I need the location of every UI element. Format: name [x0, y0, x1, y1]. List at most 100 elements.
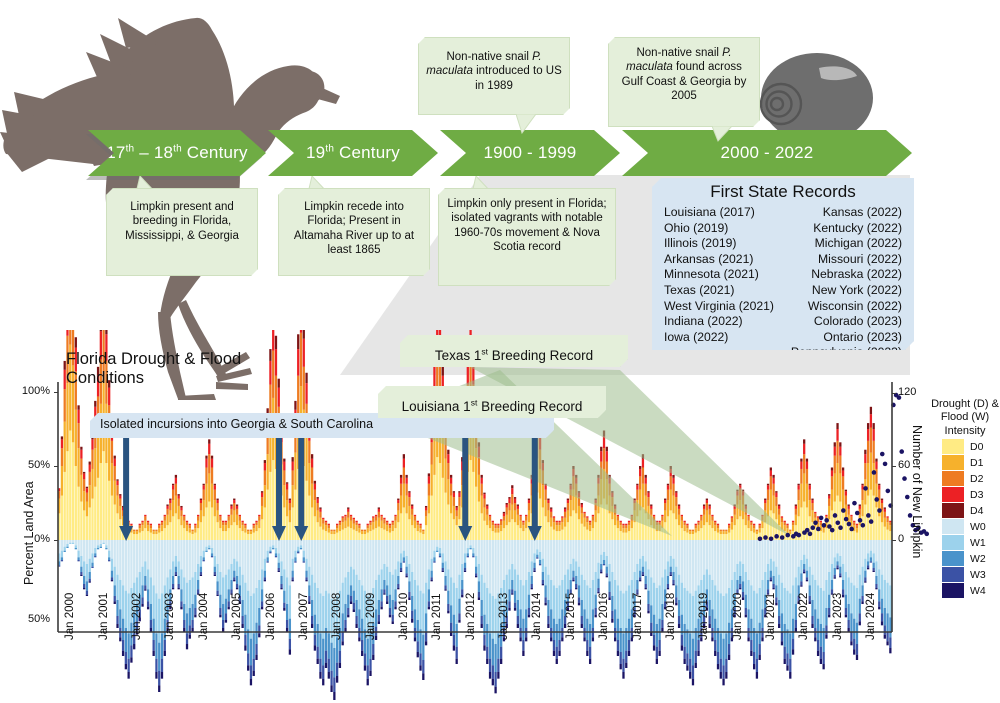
bar-segment-D0: [800, 507, 803, 540]
bar-segment-W3: [805, 577, 809, 580]
bar-segment-W0: [550, 540, 553, 580]
bar-segment-W4: [319, 672, 322, 679]
scatter-point: [849, 526, 854, 532]
bar-segment-W0: [511, 540, 514, 564]
bar-segment-W4: [160, 672, 164, 679]
bar-segment-W2: [152, 618, 155, 640]
records-column-right: Kansas (2022)Kentucky (2022)Michigan (20…: [791, 205, 902, 361]
bar-segment-D1: [769, 489, 772, 511]
bar-segment-D1: [855, 528, 859, 533]
callout-vagrants[interactable]: Limpkin only present in Florida; isolate…: [438, 188, 616, 286]
bar-segment-D2: [338, 522, 342, 526]
bar-segment-D1: [263, 485, 266, 508]
bar-segment-W2: [361, 618, 364, 640]
bar-segment-W3: [558, 640, 561, 651]
bar-segment-D3: [558, 520, 561, 523]
callout-snail-introduced[interactable]: Non-native snail P. maculata introduced …: [418, 37, 570, 115]
bar-segment-D3: [352, 517, 355, 520]
legend-item[interactable]: D1: [930, 455, 1000, 471]
first-state-records-panel[interactable]: First State Records Louisiana (2017)Ohio…: [652, 178, 914, 350]
bar-segment-D0: [683, 531, 686, 540]
bar-segment-D1: [269, 421, 272, 472]
legend-swatch: [942, 503, 964, 519]
bar-segment-D0: [783, 531, 786, 540]
callout-recede-florida[interactable]: Limpkin recede into Florida; Present in …: [278, 188, 430, 276]
bar-segment-D3: [269, 360, 272, 385]
bar-segment-D3: [847, 505, 850, 509]
bar-segment-W4: [138, 617, 141, 622]
legend-item[interactable]: W1: [930, 535, 1000, 551]
bar-segment-W4: [758, 654, 761, 660]
bar-segment-D4: [266, 408, 269, 415]
bar-segment-D2: [719, 529, 722, 532]
bar-segment-D2: [864, 463, 867, 480]
callout-snail-gulf-coast[interactable]: Non-native snail P. maculata found acros…: [608, 37, 760, 127]
bar-segment-D3: [235, 505, 239, 509]
bar-segment-D4: [169, 498, 172, 501]
callout-historic-range[interactable]: Limpkin present and breeding in Florida,…: [106, 188, 258, 276]
legend-item[interactable]: D2: [930, 471, 1000, 487]
legend-item[interactable]: D3: [930, 487, 1000, 503]
annotation-isolated-incursions[interactable]: Isolated incursions into Georgia & South…: [90, 413, 554, 438]
bar-segment-D1: [391, 525, 394, 532]
bar-segment-D3: [99, 331, 102, 360]
timeline-period-1[interactable]: 17th – 18th Century: [88, 130, 266, 176]
timeline-period-4[interactable]: 2000 - 2022: [622, 130, 912, 176]
bar-segment-D2: [369, 522, 372, 526]
bar-segment-W3: [780, 632, 784, 642]
bar-segment-W2: [619, 628, 622, 652]
legend-item[interactable]: W0: [930, 519, 1000, 535]
bar-segment-D1: [689, 531, 692, 535]
bar-segment-D0: [686, 532, 689, 540]
bar-segment-D0: [516, 525, 519, 540]
legend-item[interactable]: W2: [930, 551, 1000, 567]
bar-segment-W3: [716, 652, 720, 664]
bar-segment-W4: [786, 665, 789, 671]
bar-segment-D0: [146, 531, 150, 540]
bar-segment-D1: [349, 520, 353, 529]
bar-segment-W3: [197, 589, 200, 594]
bar-segment-W2: [472, 553, 475, 556]
bar-segment-W4: [822, 664, 825, 670]
bar-segment-D3: [819, 520, 822, 523]
bar-segment-D1: [419, 528, 422, 533]
annotation-louisiana-breeding-text: Louisiana 1st Breeding Record: [401, 397, 583, 414]
legend-item[interactable]: D0: [930, 439, 1000, 455]
bar-segment-D3: [658, 520, 661, 523]
legend-item[interactable]: W3: [930, 567, 1000, 583]
annotation-louisiana-breeding[interactable]: Louisiana 1st Breeding Record: [378, 386, 606, 418]
bar-segment-W4: [769, 580, 772, 582]
bar-segment-W1: [77, 550, 80, 558]
bar-segment-W2: [814, 609, 817, 628]
bar-segment-W2: [94, 553, 97, 556]
bar-segment-D0: [208, 501, 211, 540]
legend-item[interactable]: W4: [930, 583, 1000, 599]
bar-segment-W4: [861, 601, 864, 604]
scatter-point: [877, 508, 882, 513]
timeline-period-3[interactable]: 1900 - 1999: [440, 130, 620, 176]
bar-segment-W1: [778, 574, 781, 600]
bar-segment-W1: [405, 556, 408, 567]
bar-segment-D0: [166, 525, 169, 540]
bar-segment-W3: [833, 574, 836, 578]
bar-segment-D2: [394, 516, 397, 521]
bar-segment-W4: [825, 634, 828, 639]
annotation-texas-breeding[interactable]: Texas 1st Breeding Record: [400, 335, 628, 367]
bar-segment-D3: [583, 511, 586, 514]
bar-segment-D2: [850, 516, 853, 521]
bar-segment-D2: [310, 467, 314, 484]
bar-segment-D2: [511, 494, 514, 505]
bar-segment-D2: [294, 426, 297, 453]
bar-segment-D1: [647, 505, 650, 520]
bar-segment-D3: [433, 366, 436, 391]
legend-item[interactable]: D4: [930, 503, 1000, 519]
bar-segment-D3: [305, 383, 308, 404]
timeline-period-2[interactable]: 19th Century: [268, 130, 438, 176]
bar-segment-D0: [177, 519, 180, 540]
bar-segment-W3: [883, 625, 886, 635]
bar-segment-D1: [808, 500, 811, 517]
bar-segment-D0: [324, 531, 328, 540]
bar-segment-D1: [110, 463, 114, 496]
bar-segment-D4: [739, 483, 742, 486]
bar-segment-D1: [588, 525, 592, 532]
